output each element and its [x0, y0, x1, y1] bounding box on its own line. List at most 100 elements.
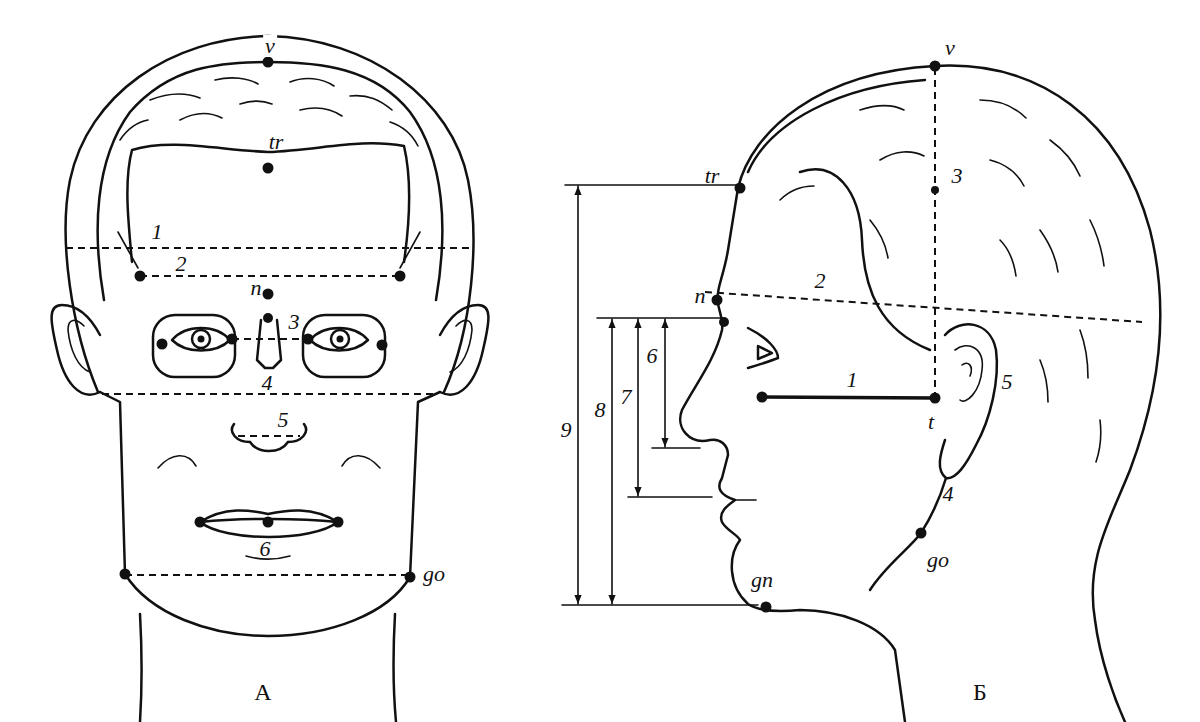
callout-number: 1 — [847, 369, 858, 391]
landmark-dot — [931, 186, 939, 194]
panel-letter: А — [254, 680, 271, 704]
landmark-label: v — [945, 37, 955, 59]
left-eye-socket — [153, 315, 235, 377]
dimension-arrow — [611, 319, 613, 604]
right-iris — [331, 330, 349, 348]
right-pupil — [337, 336, 344, 343]
panel-letter: Б — [973, 680, 987, 704]
nostrils — [232, 424, 306, 451]
left-ear-inner — [68, 320, 90, 372]
landmark-dot — [719, 317, 729, 327]
left-iris — [192, 330, 210, 348]
landmark-dot — [227, 334, 238, 345]
landmark-dot — [916, 528, 927, 539]
mouth-line — [735, 499, 756, 501]
measure-line — [66, 247, 474, 249]
landmark-label: n — [251, 277, 262, 299]
landmark-dot — [263, 57, 274, 68]
left-ear — [52, 305, 100, 395]
dimension-arrow — [664, 319, 666, 447]
landmark-dot — [377, 340, 388, 351]
landmark-label: tr — [705, 165, 720, 187]
landmark-label: go — [927, 549, 949, 571]
landmark-dots — [120, 57, 416, 583]
profile-head — [562, 61, 1160, 722]
landmark-dot — [157, 339, 168, 350]
eye-inner — [758, 346, 772, 359]
hair-boundary — [800, 169, 930, 350]
landmark-dot — [757, 392, 768, 403]
landmark-dot — [195, 517, 206, 528]
extension-line — [562, 185, 758, 605]
dimension-number: 6 — [647, 345, 658, 367]
jaw — [870, 478, 946, 590]
measure-line — [125, 574, 410, 576]
landmark-dot — [735, 183, 746, 194]
landmark-label: gn — [751, 569, 773, 591]
callout-number: 3 — [289, 311, 300, 333]
measure-line — [705, 292, 1142, 322]
hair-outline — [66, 36, 474, 392]
skull-line — [748, 80, 925, 172]
landmark-dots — [712, 61, 941, 613]
callout-number: 4 — [943, 483, 954, 505]
right-ear — [440, 305, 488, 395]
hairline — [127, 143, 409, 262]
callout-number: 4 — [262, 372, 273, 394]
dimension-arrow — [577, 186, 579, 604]
landmark-dot — [333, 517, 344, 528]
landmark-label: t — [928, 411, 934, 433]
cheek-lines — [158, 456, 380, 468]
landmark-dot — [263, 163, 274, 174]
hair-outline — [738, 66, 1160, 722]
eye — [748, 328, 778, 368]
landmark-label: tr — [269, 131, 284, 153]
measure-line — [762, 397, 935, 398]
callout-number: 2 — [815, 270, 826, 292]
measure-line — [238, 435, 300, 437]
ear — [940, 324, 997, 478]
callout-number: 3 — [952, 165, 963, 187]
temple-lines — [118, 232, 420, 268]
dimension-number: 8 — [595, 399, 606, 421]
callout-number: 2 — [176, 253, 187, 275]
landmark-dot — [712, 295, 723, 306]
face-profile — [680, 188, 905, 722]
callout-number: 5 — [278, 409, 289, 431]
neck — [140, 614, 396, 722]
skull-line — [98, 62, 443, 300]
landmark-dot — [303, 334, 314, 345]
ear-inner — [955, 346, 982, 401]
landmark-dot — [395, 271, 406, 282]
lips — [200, 510, 338, 537]
landmark-dot — [120, 569, 131, 580]
left-eye — [172, 328, 230, 351]
measure-line — [232, 338, 308, 340]
right-eye — [310, 328, 368, 351]
landmark-dot — [930, 61, 941, 72]
face-outline — [100, 392, 440, 636]
landmark-label: v — [263, 35, 277, 57]
dimension-number: 9 — [561, 419, 572, 441]
callout-number: 1 — [152, 221, 163, 243]
landmark-label: go — [423, 563, 445, 585]
landmark-dot — [263, 313, 273, 323]
measure-line — [140, 275, 400, 277]
landmark-dot — [405, 572, 416, 583]
landmark-dot — [263, 517, 274, 528]
left-pupil — [198, 336, 205, 343]
landmark-dot — [263, 289, 274, 300]
callout-number: 6 — [260, 538, 271, 560]
landmark-label: n — [695, 285, 706, 307]
callout-number: 5 — [1002, 371, 1013, 393]
front-head — [52, 36, 489, 722]
landmark-dot — [761, 602, 772, 613]
dimension-number: 7 — [621, 386, 632, 408]
measure-line — [934, 68, 936, 398]
hair-strands — [780, 100, 1104, 462]
landmark-dot — [135, 271, 146, 282]
right-ear-inner — [450, 320, 472, 372]
dimension-arrow — [637, 319, 639, 496]
